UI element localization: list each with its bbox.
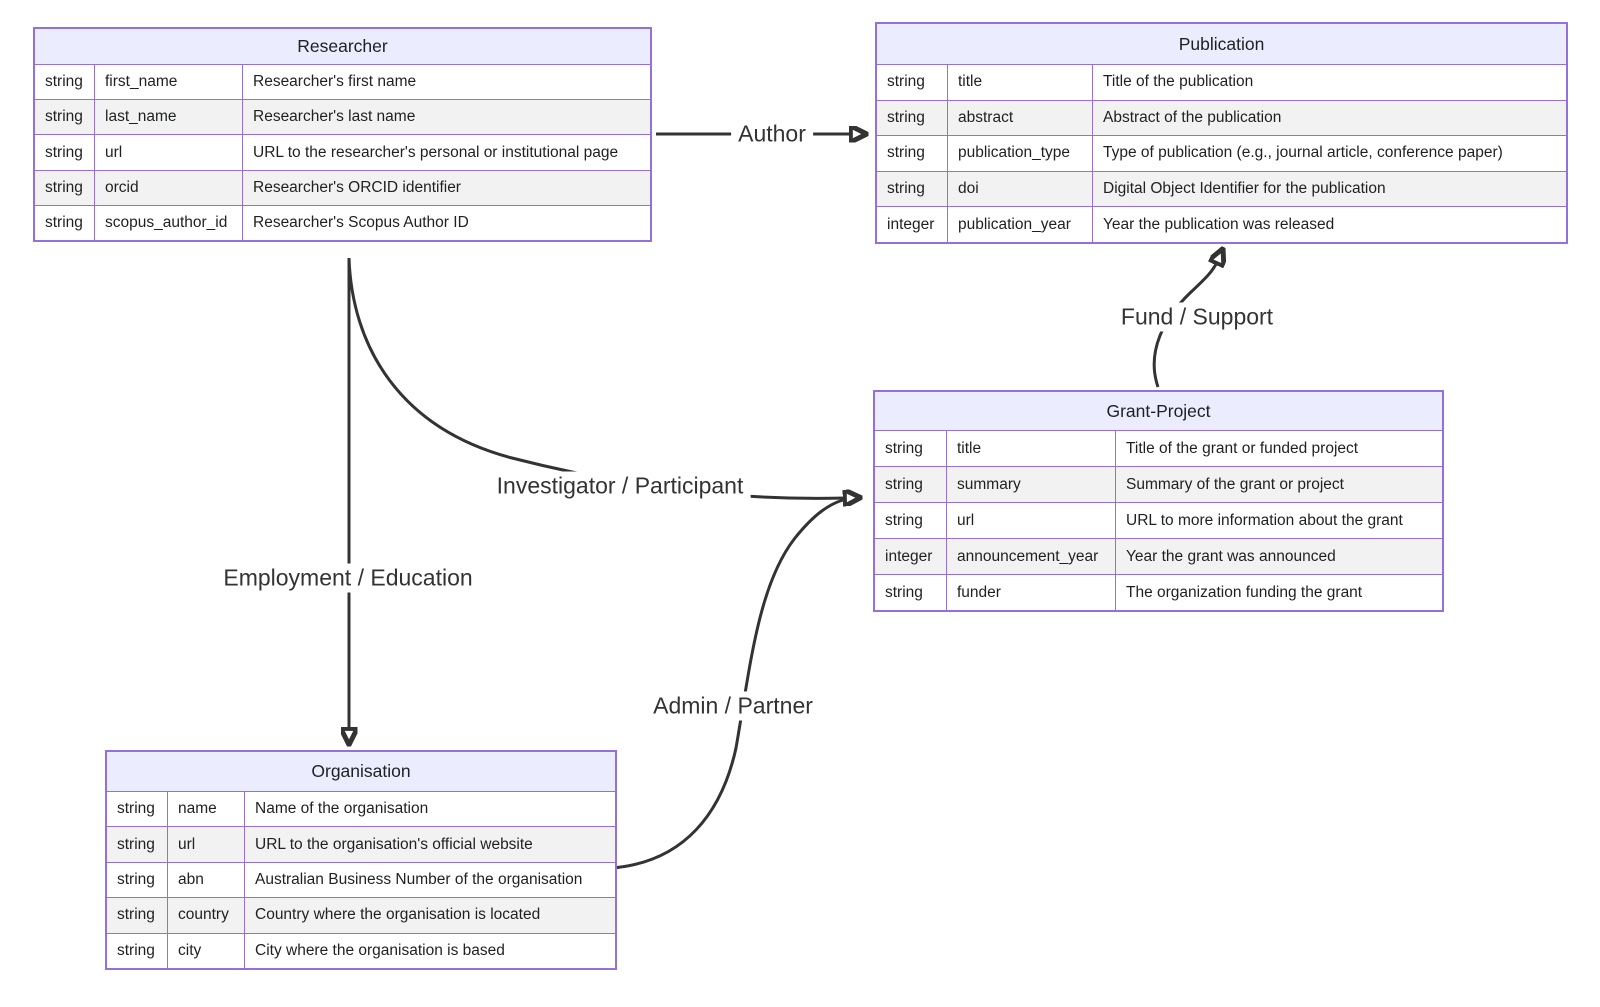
attr-type: string [887,180,925,198]
attribute-row: integer publication_year Year the public… [877,206,1566,242]
edge-admin-partner [611,498,844,870]
attr-type: string [117,941,155,959]
attr-comment: Title of the publication [1092,65,1566,100]
attr-name: url [946,503,1115,538]
attr-name: url [94,135,242,170]
entity-title: Grant-Project [875,392,1442,430]
attr-comment: Researcher's last name [242,100,650,135]
attr-comment: Year the grant was announced [1115,539,1442,574]
attr-type: string [887,73,925,91]
attribute-row: string summary Summary of the grant or p… [875,466,1442,502]
attr-name: funder [946,575,1115,610]
attr-comment: URL to more information about the grant [1115,503,1442,538]
edge-label-admin-partner: Admin / Partner [646,691,820,721]
attr-type: string [885,475,923,493]
entity-title: Researcher [35,29,650,64]
attr-type: string [885,511,923,529]
entity-title: Organisation [107,752,615,791]
attr-type: string [45,213,83,231]
attribute-row: string orcid Researcher's ORCID identifi… [35,169,650,205]
attr-type: integer [887,215,935,233]
attr-comment: URL to the researcher's personal or inst… [242,135,650,170]
attr-comment: Abstract of the publication [1092,100,1566,136]
edge-fund-support [1152,262,1217,388]
attr-type: string [887,108,925,126]
entity-organisation: Organisation string name Name of the org… [105,750,617,970]
attr-name: abn [167,862,244,898]
attr-comment: Australian Business Number of the organi… [244,862,615,898]
attr-type: string [885,439,923,457]
attribute-row: string title Title of the publication [877,64,1566,100]
attribute-row: string title Title of the grant or funde… [875,430,1442,466]
attr-type: string [885,583,923,601]
attr-name: doi [947,171,1092,207]
attr-name: publication_type [947,136,1092,171]
attribute-row: string abstract Abstract of the publicat… [877,99,1566,136]
attr-type: string [887,144,925,162]
attr-type: string [45,143,83,161]
attr-name: announcement_year [946,539,1115,574]
entity-publication: Publication string title Title of the pu… [875,22,1568,244]
attr-name: orcid [94,170,242,205]
attribute-row: string city City where the organisation … [107,932,615,969]
attr-comment: Year the publication was released [1092,207,1566,242]
attr-comment: The organization funding the grant [1115,575,1442,610]
attribute-row: integer announcement_year Year the grant… [875,538,1442,574]
attr-type: string [45,73,83,91]
attribute-row: string publication_type Type of publicat… [877,135,1566,171]
attr-comment: Title of the grant or funded project [1115,431,1442,466]
entity-title: Publication [877,24,1566,64]
attr-name: last_name [94,100,242,135]
attribute-row: string url URL to the researcher's perso… [35,134,650,170]
entity-researcher: Researcher string first_name Researcher'… [33,27,652,242]
attr-comment: Researcher's Scopus Author ID [242,205,650,241]
attr-comment: Type of publication (e.g., journal artic… [1092,136,1566,171]
attribute-row: string first_name Researcher's first nam… [35,64,650,100]
attr-comment: City where the organisation is based [244,933,615,969]
attr-name: abstract [947,100,1092,136]
attr-comment: Digital Object Identifier for the public… [1092,171,1566,207]
edge-label-employment-education: Employment / Education [216,563,480,593]
attr-name: name [167,792,244,827]
attr-type: string [117,800,155,818]
attr-name: scopus_author_id [94,205,242,241]
attribute-row: string doi Digital Object Identifier for… [877,170,1566,207]
attr-name: title [946,431,1115,466]
attr-comment: URL to the organisation's official websi… [244,827,615,862]
attr-type: string [45,108,83,126]
attribute-row: string name Name of the organisation [107,791,615,827]
attr-type: string [45,178,83,196]
entity-grant-project: Grant-Project string title Title of the … [873,390,1444,612]
attr-name: city [167,933,244,969]
attr-type: string [117,871,155,889]
attr-comment: Researcher's first name [242,65,650,100]
edge-investigator-participant [347,257,846,498]
attr-comment: Country where the organisation is locate… [244,898,615,933]
attr-name: country [167,898,244,933]
attr-type: string [117,835,155,853]
attribute-row: string abn Australian Business Number of… [107,861,615,898]
attribute-row: string last_name Researcher's last name [35,99,650,135]
attr-type: string [117,906,155,924]
attribute-row: string scopus_author_id Researcher's Sco… [35,204,650,241]
attr-name: summary [946,467,1115,502]
attr-name: publication_year [947,207,1092,242]
attr-comment: Summary of the grant or project [1115,467,1442,502]
attr-type: integer [885,547,933,565]
attr-comment: Researcher's ORCID identifier [242,170,650,205]
edge-label-author: Author [731,119,813,149]
attr-name: url [167,827,244,862]
attribute-row: string url URL to more information about… [875,502,1442,538]
attr-name: title [947,65,1092,100]
attr-comment: Name of the organisation [244,792,615,827]
attribute-row: string url URL to the organisation's off… [107,826,615,862]
edge-label-investigator-participant: Investigator / Participant [489,471,751,501]
attr-name: first_name [94,65,242,100]
edge-label-fund-support: Fund / Support [1113,302,1281,332]
attribute-row: string country Country where the organis… [107,897,615,933]
attribute-row: string funder The organization funding t… [875,574,1442,610]
